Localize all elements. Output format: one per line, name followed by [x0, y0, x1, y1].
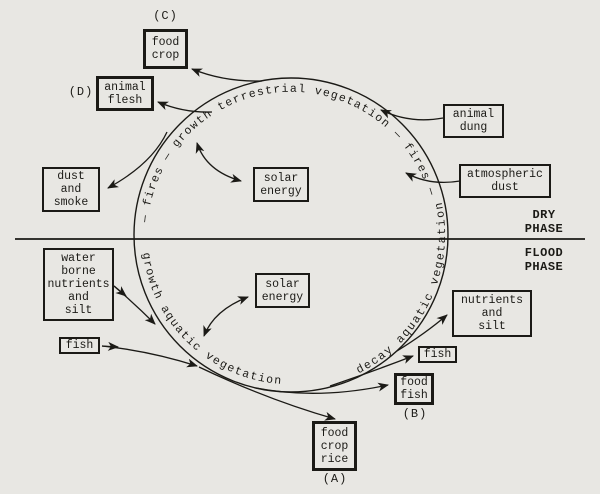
arrow-from-water-borne-nutrients-midhead	[113, 285, 127, 297]
flood-phase-label: FLOOD PHASE	[524, 246, 564, 274]
box-solar-energy-top: solar energy	[253, 167, 309, 202]
box-dust-and-smoke: dust and smoke	[42, 167, 100, 212]
box-food-fish: food fish	[394, 373, 434, 405]
box-food-crop: food crop	[143, 29, 188, 69]
cycle-circle	[133, 77, 449, 393]
arrow-to-food-crop	[191, 68, 263, 82]
box-animal-dung: animal dung	[443, 104, 504, 138]
box-food-crop-rice: food crop rice	[312, 421, 357, 471]
box-nutrients-and-silt: nutrients and silt	[452, 290, 532, 337]
box-solar-energy-bottom: solar energy	[255, 273, 310, 308]
box-atmospheric-dust: atmospheric dust	[459, 164, 551, 198]
arrow-solar-energy-bottom	[203, 296, 249, 337]
arrow-to-nutrients-and-silt	[396, 314, 448, 352]
dry-phase-label: DRY PHASE	[524, 208, 564, 236]
tag-b: (B)	[402, 407, 428, 421]
arrow-to-fish-right	[329, 355, 414, 387]
arrow-from-animal-dung	[380, 109, 444, 121]
arrow-from-fish-left-midhead	[101, 341, 119, 351]
tag-a: (A)	[322, 472, 348, 486]
box-fish-right: fish	[418, 346, 457, 363]
tag-c: (C)	[153, 9, 178, 23]
arc-text-terrestrial: — fires — growth terrestrial vegetation …	[138, 83, 437, 224]
box-fish-left: fish	[59, 337, 100, 354]
box-animal-flesh: animal flesh	[96, 76, 154, 111]
box-water-borne-nutrients: water borne nutrients and silt	[43, 248, 114, 321]
arrow-to-dust-and-smoke	[107, 131, 168, 189]
arrow-from-atmospheric-dust	[405, 172, 461, 184]
arrow-to-food-crop-rice	[198, 366, 336, 421]
arrow-to-food-fish	[255, 382, 389, 394]
arrow-solar-energy-top	[195, 142, 242, 183]
tag-d: (D)	[68, 85, 94, 99]
arrow-to-animal-flesh	[157, 101, 213, 113]
